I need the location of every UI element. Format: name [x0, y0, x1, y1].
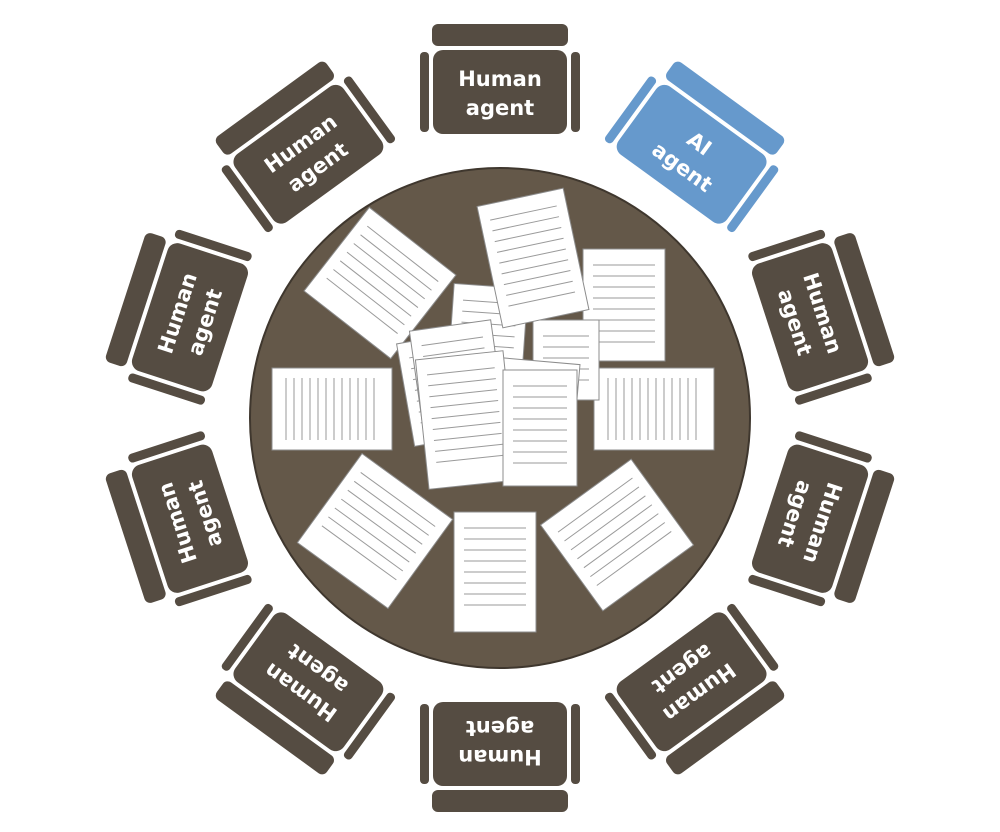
seat-label-line1: Human [458, 67, 542, 91]
chair-armrest-right [174, 229, 252, 262]
paper-sheet [414, 350, 518, 490]
chair-backrest [834, 233, 895, 367]
chair-armrest-right [748, 574, 826, 607]
chair-seat [233, 84, 384, 224]
paper-sheet [271, 367, 393, 451]
chair-backrest [666, 681, 785, 775]
seat-label-line2: agent [466, 96, 534, 120]
chair-backrest [105, 233, 166, 367]
chair-seat [433, 50, 567, 134]
chair-backrest [215, 681, 334, 775]
chair-seat [131, 243, 249, 392]
human-agent-seat: Human agent [420, 24, 580, 134]
chair-armrest-left [128, 373, 206, 405]
chair-backrest [432, 24, 568, 46]
chair-armrest-left [343, 692, 396, 760]
chair-armrest-right [420, 704, 429, 784]
paper-sheet [593, 367, 715, 451]
chair-armrest-right [727, 165, 779, 233]
chair-seat [616, 84, 767, 224]
chair-seat [233, 612, 384, 752]
chair-armrest-right [571, 52, 580, 132]
paper-sheet [296, 452, 454, 610]
chair-backrest [215, 61, 334, 155]
chair-backrest [105, 469, 166, 603]
paper-sheet [453, 511, 537, 633]
chair-armrest-right [604, 692, 657, 760]
chair-armrest-left [794, 431, 872, 463]
chair-armrest-left [748, 229, 826, 262]
chair-backrest [432, 790, 568, 812]
chair-armrest-right [128, 431, 206, 463]
chair-armrest-left [727, 603, 779, 671]
chair-backrest [666, 61, 785, 155]
chair-seat [131, 444, 249, 593]
chair-armrest-left [571, 704, 580, 784]
paper-sheet [476, 187, 590, 329]
chair-armrest-left [174, 574, 252, 607]
chairs-group: HumanagentAIagentHumanagentHumanagentHum… [105, 24, 895, 812]
human-agent-seat: Human agent [420, 702, 580, 812]
chair-seat [433, 702, 567, 786]
chair-armrest-left [604, 76, 657, 144]
chair-seat [616, 612, 767, 752]
seat-label-line1: Human [458, 745, 542, 769]
chair-armrest-left [221, 165, 273, 233]
chair-armrest-left [420, 52, 429, 132]
seat-label-line2: agent [466, 716, 534, 740]
chair-backrest [834, 469, 895, 603]
chair-seat [751, 444, 869, 593]
chair-armrest-right [794, 373, 872, 405]
paper-sheet [303, 206, 457, 360]
paper-sheet [502, 369, 578, 487]
documents-pile [271, 187, 715, 633]
paper-sheet [539, 458, 695, 612]
chair-seat [751, 243, 869, 392]
chair-armrest-right [221, 603, 273, 671]
chair-armrest-right [343, 76, 396, 144]
